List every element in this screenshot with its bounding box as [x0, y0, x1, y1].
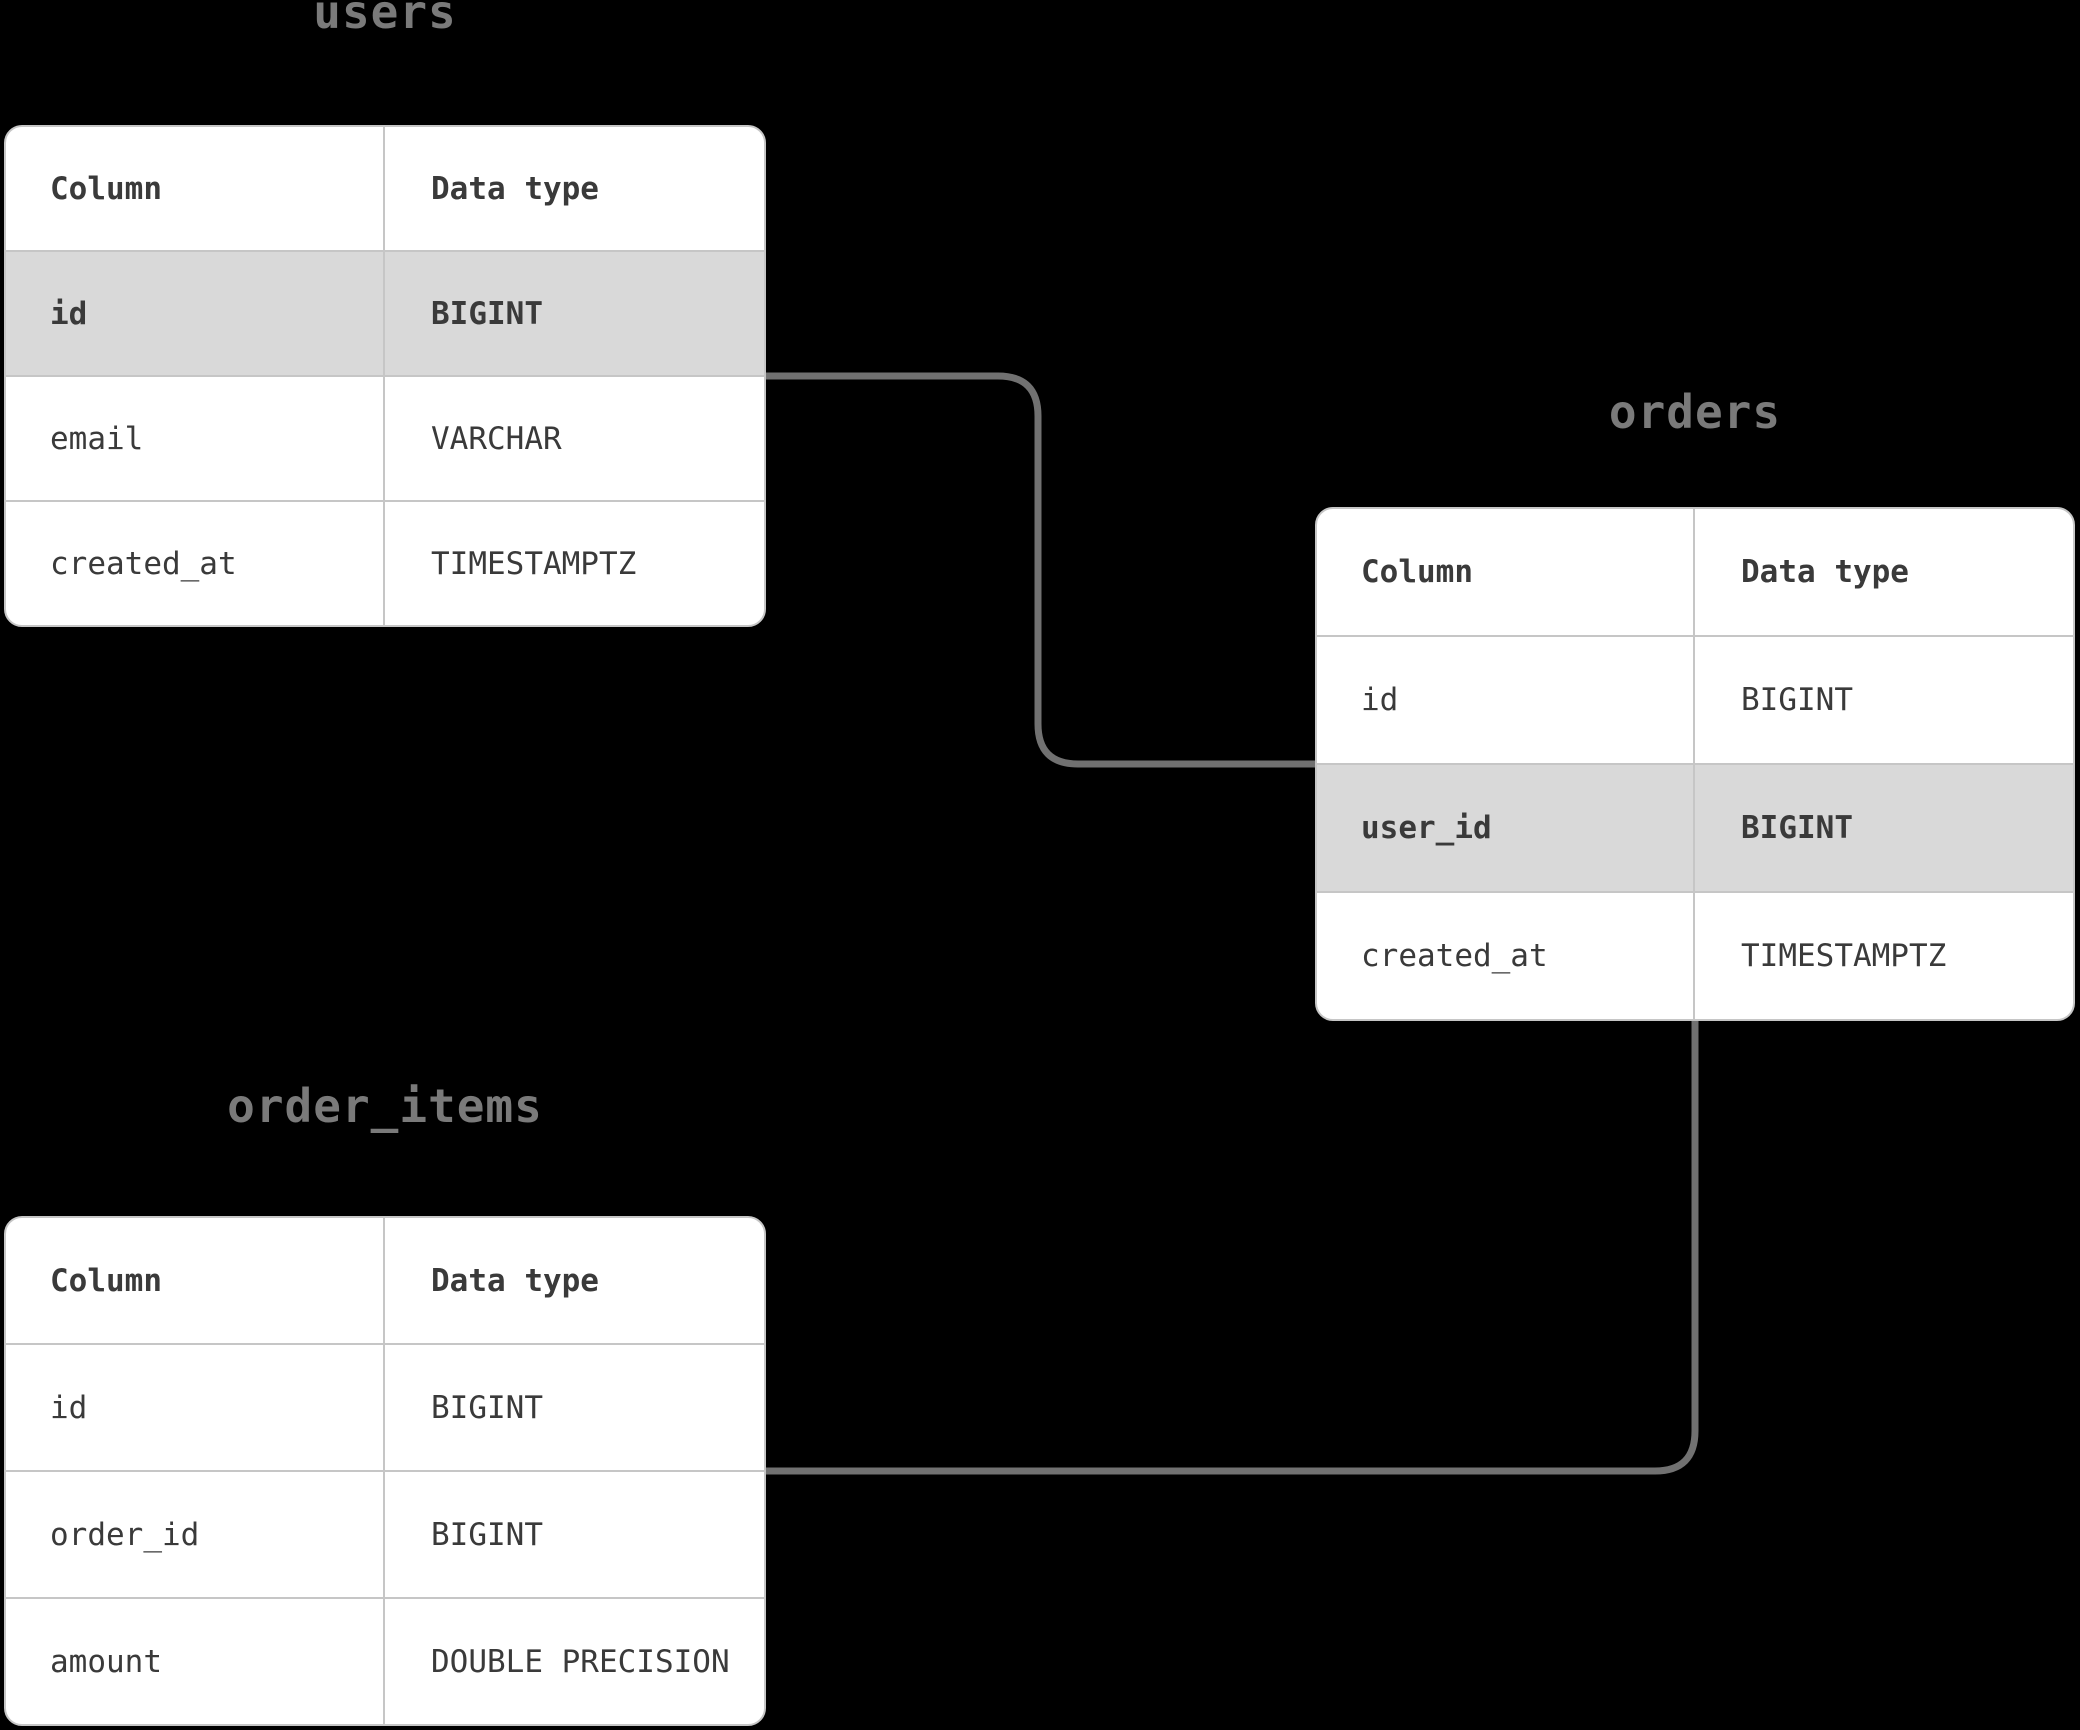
connector-users-orders: [766, 372, 1316, 768]
data-type-cell: BIGINT: [383, 1345, 764, 1470]
table-users: Column Data type id BIGINT email VARCHAR…: [4, 125, 766, 627]
header-data-type-label: Data type: [1693, 509, 2073, 635]
data-type-cell: BIGINT: [1693, 765, 2073, 891]
header-column-label: Column: [50, 1262, 162, 1299]
table-title-orders: orders: [1608, 385, 1782, 439]
data-type-cell: DOUBLE PRECISION: [383, 1599, 764, 1724]
table-row-orders-created-at: created_at TIMESTAMPTZ: [1317, 891, 2073, 1019]
table-row-orders-id: id BIGINT: [1317, 635, 2073, 763]
table-row-order-items-order-id: order_id BIGINT: [6, 1470, 764, 1597]
data-type-cell: VARCHAR: [383, 377, 764, 500]
data-type-cell: BIGINT: [1693, 637, 2073, 763]
table-row-users-id: id BIGINT: [6, 250, 764, 375]
table-row-users-created-at: created_at TIMESTAMPTZ: [6, 500, 764, 625]
table-header-row: Column Data type: [6, 1218, 764, 1343]
connector-orders-order-items: [765, 1020, 1699, 1475]
column-name-cell: order_id: [50, 1516, 200, 1553]
column-name-cell: id: [50, 295, 88, 332]
table-order-items: Column Data type id BIGINT order_id BIGI…: [4, 1216, 766, 1726]
table-row-users-email: email VARCHAR: [6, 375, 764, 500]
column-name-cell: created_at: [1361, 938, 1548, 974]
data-type-cell: TIMESTAMPTZ: [383, 502, 764, 625]
column-name-cell: id: [50, 1389, 88, 1426]
table-title-users: users: [313, 0, 457, 39]
column-name-cell: amount: [50, 1643, 162, 1680]
column-name-cell: email: [50, 420, 144, 457]
column-name-cell: user_id: [1361, 810, 1492, 846]
table-row-orders-user-id: user_id BIGINT: [1317, 763, 2073, 891]
header-column-label: Column: [50, 170, 162, 207]
data-type-cell: TIMESTAMPTZ: [1693, 893, 2073, 1019]
column-name-cell: id: [1361, 682, 1399, 718]
header-data-type-label: Data type: [383, 1218, 764, 1343]
data-type-cell: BIGINT: [383, 252, 764, 375]
table-header-row: Column Data type: [1317, 509, 2073, 635]
table-row-order-items-id: id BIGINT: [6, 1343, 764, 1470]
header-column-label: Column: [1361, 554, 1473, 590]
table-orders: Column Data type id BIGINT user_id BIGIN…: [1315, 507, 2075, 1021]
table-header-row: Column Data type: [6, 127, 764, 250]
header-data-type-label: Data type: [383, 127, 764, 250]
table-title-order-items: order_items: [227, 1079, 543, 1133]
data-type-cell: BIGINT: [383, 1472, 764, 1597]
table-row-order-items-amount: amount DOUBLE PRECISION: [6, 1597, 764, 1724]
column-name-cell: created_at: [50, 545, 237, 582]
